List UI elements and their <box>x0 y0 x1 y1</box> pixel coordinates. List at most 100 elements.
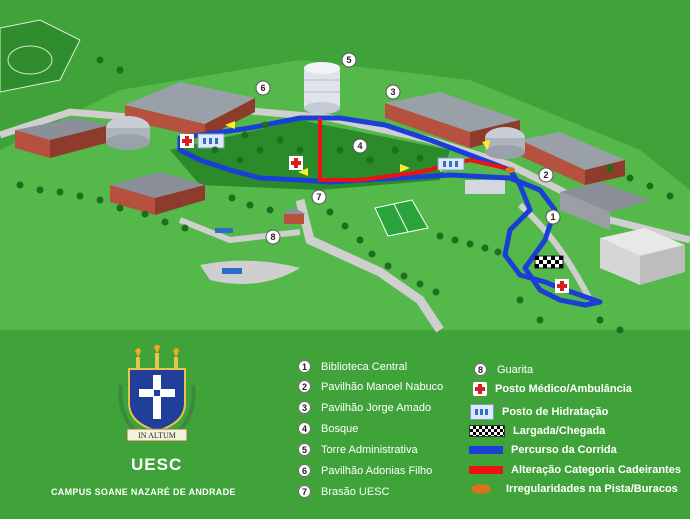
hydration-icon <box>470 404 494 420</box>
palm-tree-icon <box>211 146 219 154</box>
rotunda-east <box>485 127 525 159</box>
motto-text: IN ALTUM <box>138 431 176 440</box>
palm-tree-icon <box>536 316 544 324</box>
palm-tree-icon <box>261 121 269 129</box>
legend-item-7: 7 Brasão UESC <box>298 485 389 498</box>
palm-tree-icon <box>616 326 624 334</box>
palm-tree-icon <box>266 206 274 214</box>
palm-tree-icon <box>256 146 264 154</box>
map-marker-number: 7 <box>316 192 321 202</box>
palm-tree-icon <box>451 236 459 244</box>
map-marker-number: 2 <box>543 170 548 180</box>
palm-tree-icon <box>161 218 169 226</box>
marker-number: 3 <box>298 401 311 414</box>
map-marker-number: 3 <box>390 87 395 97</box>
torre-administrativa <box>304 62 340 114</box>
marker-number: 4 <box>298 422 311 435</box>
legend-item-start-finish: Largada/Chegada <box>469 425 605 437</box>
sports-field <box>0 19 81 93</box>
hydration-post-icon <box>197 133 225 149</box>
route-swatch <box>469 446 503 454</box>
campus-name: CAMPUS SOANE NAZARÉ DE ANDRADE <box>51 487 236 497</box>
legend-item-6: 6 Pavilhão Adonias Filho <box>298 464 432 477</box>
rotunda-west <box>106 116 150 150</box>
legend-item-4: 4 Bosque <box>298 422 358 435</box>
access-road <box>295 198 444 333</box>
marker-number: 1 <box>298 360 311 373</box>
map-marker-6: 6 <box>255 80 271 96</box>
palm-tree-icon <box>606 164 614 172</box>
palm-tree-icon <box>368 250 376 258</box>
palm-tree-icon <box>181 224 189 232</box>
marker-number: 5 <box>298 443 311 456</box>
map-legend: 1 Biblioteca Central 2 Pavilhão Manoel N… <box>0 338 690 519</box>
palm-tree-icon <box>596 316 604 324</box>
palm-tree-icon <box>466 240 474 248</box>
brand-title: UESC <box>131 455 183 474</box>
building-south-block <box>110 172 205 215</box>
marker-number: 6 <box>298 464 311 477</box>
legend-item-2: 2 Pavilhão Manoel Nabuco <box>298 380 443 393</box>
legend-item-1: 1 Biblioteca Central <box>298 360 407 373</box>
motto-ribbon <box>126 428 188 442</box>
map-marker-5: 5 <box>341 52 357 68</box>
map-marker-8: 8 <box>265 229 281 245</box>
hydration-post-icon <box>437 157 465 171</box>
palm-tree-icon <box>400 272 408 280</box>
irregularity-marker <box>505 167 515 173</box>
palm-tree-icon <box>416 154 424 162</box>
legend-item-3: 3 Pavilhão Jorge Amado <box>298 401 431 414</box>
palm-tree-icon <box>241 131 249 139</box>
palm-tree-icon <box>76 192 84 200</box>
checkered-flag-icon <box>469 425 505 437</box>
palm-tree-icon <box>384 262 392 270</box>
legend-item-irregularity: Irregularidades na Pista/Buracos <box>464 483 678 495</box>
building-east-complex <box>560 182 650 230</box>
marker-number: 8 <box>474 363 487 376</box>
palm-tree-icon <box>356 236 364 244</box>
uesc-crest: IN ALTUM <box>118 345 196 442</box>
running-track <box>7 45 53 75</box>
palm-tree-icon <box>228 194 236 202</box>
parking-lot-east <box>465 180 505 194</box>
palm-tree-icon <box>96 196 104 204</box>
palm-tree-icon <box>236 156 244 164</box>
palm-tree-icon <box>36 186 44 194</box>
legend-item-hydration: Posto de Hidratação <box>470 404 608 420</box>
map-marker-number: 6 <box>260 83 265 93</box>
palm-tree-icon <box>326 208 334 216</box>
palm-tree-icon <box>481 244 489 252</box>
marker-number: 2 <box>298 380 311 393</box>
palm-tree-icon <box>366 156 374 164</box>
legend-item-guarita: 8 Guarita <box>474 363 533 376</box>
building-guarita <box>282 208 306 224</box>
legend-label: Largada/Chegada <box>513 425 606 437</box>
race-route <box>177 115 603 308</box>
map-marker-2: 2 <box>538 167 554 183</box>
legend-label: Irregularidades na Pista/Buracos <box>506 483 678 495</box>
legend-item-route: Percurso da Corrida <box>469 444 617 456</box>
medical-post-icon <box>180 134 194 148</box>
palm-tree-icon <box>336 146 344 154</box>
legend-label: Brasão UESC <box>321 485 390 498</box>
parking-area <box>200 260 300 284</box>
palm-tree-icon <box>141 210 149 218</box>
building-pavilhao-adonias-filho <box>125 82 255 138</box>
palm-tree-icon <box>246 201 254 209</box>
map-marker-1: 1 <box>545 209 561 225</box>
legend-label: Bosque <box>321 422 359 435</box>
palm-tree-icon <box>56 188 64 196</box>
legend-label: Pavilhão Jorge Amado <box>321 401 432 414</box>
map-marker-number: 1 <box>550 212 555 222</box>
palm-tree-icon <box>391 146 399 154</box>
start-finish-flag-icon <box>534 255 564 269</box>
legend-label: Guarita <box>497 363 534 376</box>
palm-tree-icon <box>516 296 524 304</box>
map-marker-number: 4 <box>357 141 362 151</box>
irregularity-swatch <box>471 484 491 494</box>
map-marker-number: 5 <box>346 55 351 65</box>
map-marker-7: 7 <box>311 189 327 205</box>
palm-tree-icon <box>626 174 634 182</box>
marker-number: 7 <box>298 485 311 498</box>
